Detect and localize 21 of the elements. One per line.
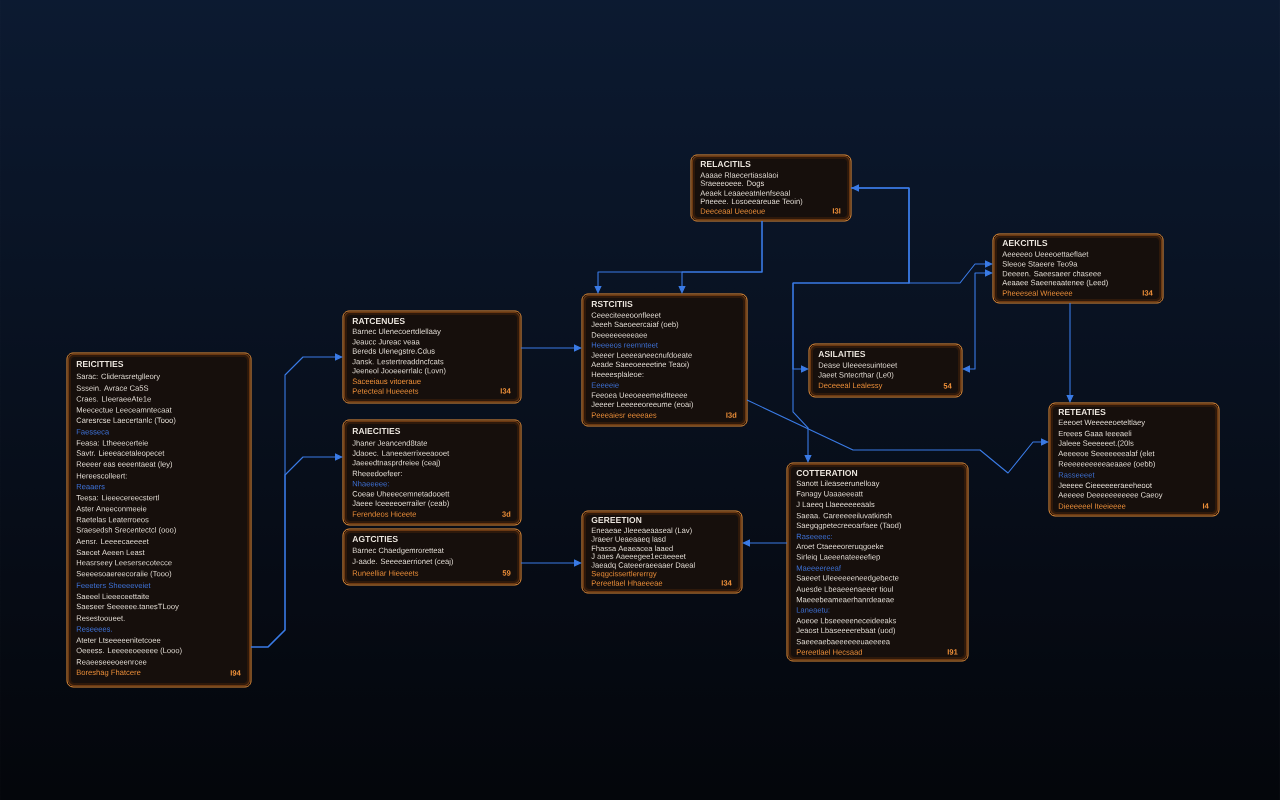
connector-arrow — [1066, 302, 1074, 403]
connector-arrow — [851, 184, 993, 284]
entity-title: COTTERATION — [796, 469, 858, 477]
connector-arrow — [746, 399, 1049, 474]
entity-title: RAIECITIES — [352, 427, 401, 435]
entity-title: ASILAITIES — [818, 350, 866, 358]
entity-title: GEREETION — [591, 516, 642, 524]
entity-title: AEKCITILS — [1002, 239, 1048, 247]
connector-arrow — [792, 187, 910, 463]
entity-title: AGTCITIES — [352, 535, 398, 543]
connector-arrow — [962, 269, 993, 373]
connector-arrow — [678, 220, 763, 294]
connector-arrow — [250, 453, 343, 648]
entity-title: RSTCITIIS — [591, 300, 633, 308]
connector-arrow — [520, 344, 582, 352]
entity-title: REICITTIES — [76, 360, 124, 368]
entity-title: RATCENUES — [352, 317, 405, 325]
connector-arrow — [742, 539, 788, 547]
entity-title: RETEATIES — [1058, 408, 1106, 416]
entity-title: RELACITILS — [700, 160, 751, 168]
connector-arrow — [520, 559, 582, 567]
